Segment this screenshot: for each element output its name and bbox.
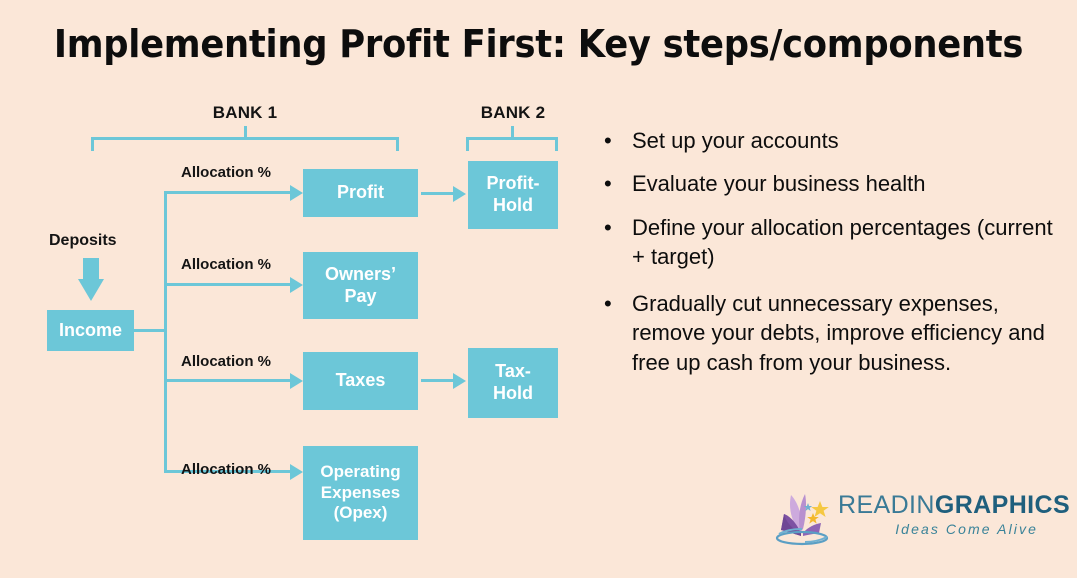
bullet-marker-icon: •	[604, 291, 612, 316]
income-connector-line	[134, 329, 167, 332]
profit-first-flow-diagram: BANK 1 BANK 2 Deposits Income	[47, 103, 558, 540]
logo-tagline: Ideas Come Alive	[895, 521, 1038, 537]
logo-wordmark: READINGRAPHICS Ideas Come Alive	[838, 491, 1070, 537]
logo-name-part1: READIN	[838, 491, 935, 519]
bank2-label: BANK 2	[480, 103, 546, 122]
deposits-label: Deposits	[49, 232, 117, 249]
allocation-label-profit: Allocation %	[181, 164, 272, 181]
list-item: • Gradually cut unnecessary expenses, re…	[590, 289, 1060, 377]
allocation-trunk-line	[164, 192, 167, 472]
bank1-bracket	[91, 137, 399, 151]
logo-name-part2: GRAPHICS	[934, 491, 1071, 519]
allocation-arrow-profit	[164, 185, 303, 201]
node-profit-hold-line2: Hold	[493, 195, 533, 215]
arrow-head	[290, 185, 303, 201]
arrow-head	[453, 373, 466, 389]
node-owners-pay-line1: Owners’	[324, 263, 397, 284]
arrow-stem	[421, 379, 453, 382]
node-opex-line1: Operating	[320, 461, 401, 481]
node-tax-hold-line1: Tax-	[495, 361, 531, 382]
arrow-stem	[164, 191, 290, 194]
allocation-label-owners-pay: Allocation %	[181, 256, 272, 273]
arrow-stem	[164, 283, 290, 286]
arrow-head	[78, 279, 104, 301]
node-profit-hold[interactable]: Profit- Hold	[468, 161, 558, 229]
arrow-stem	[164, 470, 290, 473]
arrow-head	[290, 277, 303, 293]
transfer-arrow-tax-hold	[421, 373, 466, 389]
transfer-arrow-profit-hold	[421, 186, 466, 202]
arrow-head	[290, 373, 303, 389]
node-owners-pay-line2: Pay	[344, 285, 377, 306]
bank1-bracket-tick	[244, 126, 247, 139]
arrow-stem	[83, 258, 99, 280]
bullet-marker-icon: •	[604, 171, 612, 197]
key-steps-bullet-list: • Set up your accounts • Evaluate your b…	[590, 126, 1060, 391]
node-tax-hold[interactable]: Tax- Hold	[468, 348, 558, 418]
list-item: • Define your allocation percentages (cu…	[590, 213, 1060, 272]
node-taxes[interactable]: Taxes	[303, 352, 418, 410]
logo-name: READINGRAPHICS	[838, 491, 1070, 520]
arrow-head	[453, 186, 466, 202]
node-income[interactable]: Income	[47, 310, 134, 351]
node-opex-line3: (Opex)	[333, 503, 388, 523]
open-book-with-stars-icon	[772, 489, 834, 547]
bank2-bracket	[466, 137, 558, 151]
node-profit-hold-line1: Profit-	[486, 173, 540, 194]
list-item-text: Set up your accounts	[632, 128, 839, 153]
allocation-label-opex: Allocation %	[181, 461, 272, 478]
bank1-label: BANK 1	[212, 103, 278, 122]
node-operating-expenses[interactable]: Operating Expenses (Opex)	[303, 446, 418, 540]
list-item: • Set up your accounts	[590, 126, 1060, 155]
arrow-stem	[164, 379, 290, 382]
node-profit[interactable]: Profit	[303, 169, 418, 217]
node-opex-line2: Expenses	[320, 482, 401, 502]
allocation-arrow-owners-pay	[164, 277, 303, 293]
node-tax-hold-line2: Hold	[493, 383, 533, 403]
node-owners-pay[interactable]: Owners’ Pay	[303, 252, 418, 319]
readingraphics-logo: READINGRAPHICS Ideas Come Alive	[772, 489, 1070, 551]
allocation-arrow-taxes	[164, 373, 303, 389]
allocation-arrow-opex	[164, 464, 303, 480]
list-item-text: Define your allocation percentages (curr…	[632, 214, 1053, 269]
bank2-bracket-tick	[511, 126, 514, 139]
deposits-down-arrow-icon	[78, 258, 104, 302]
bullet-marker-icon: •	[604, 214, 612, 240]
bullet-marker-icon: •	[604, 128, 612, 153]
page-title: Implementing Profit First: Key steps/com…	[53, 22, 1024, 66]
arrow-head	[290, 464, 303, 480]
arrow-stem	[421, 192, 453, 195]
allocation-label-taxes: Allocation %	[181, 353, 272, 370]
list-item-text: Gradually cut unnecessary expenses, remo…	[632, 291, 1045, 375]
list-item: • Evaluate your business health	[590, 169, 1060, 198]
list-item-text: Evaluate your business health	[632, 171, 926, 197]
